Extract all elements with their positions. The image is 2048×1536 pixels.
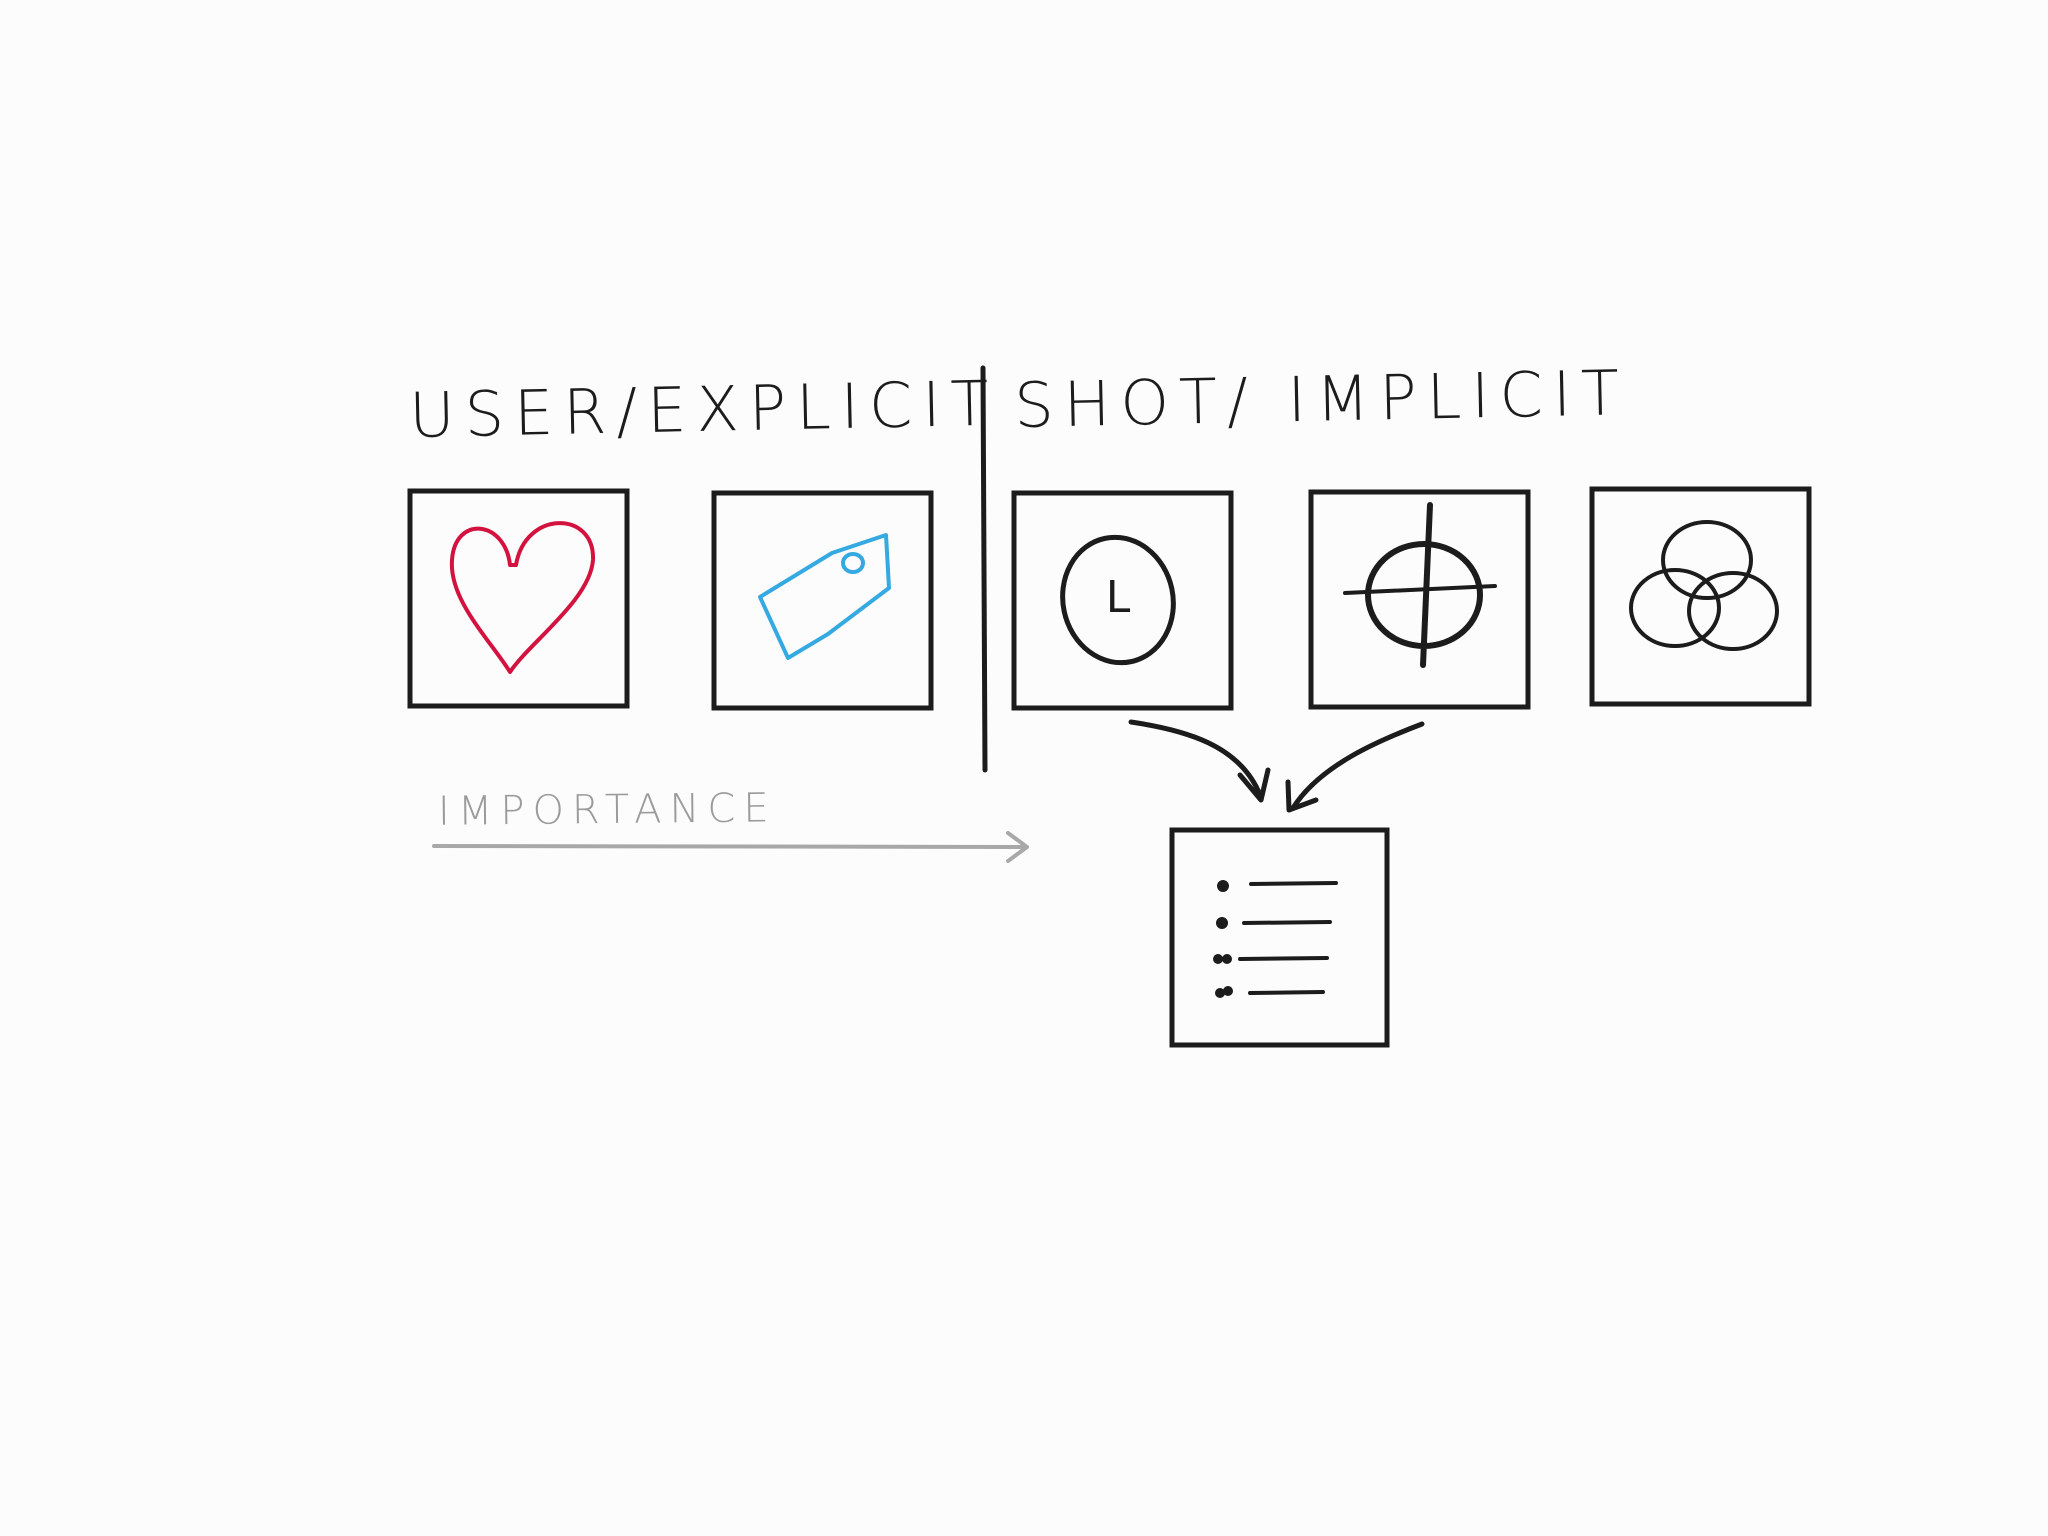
tag-icon <box>758 533 891 660</box>
venn-card <box>1589 486 1812 707</box>
heart-icon <box>449 521 596 674</box>
crosshair-icon <box>1343 502 1497 668</box>
heart-card <box>407 488 630 709</box>
merge-arrows <box>1128 719 1425 813</box>
ranked-list-box <box>1169 827 1390 1048</box>
importance-arrow <box>432 831 1029 863</box>
tag-card <box>711 490 934 711</box>
clock-card: L <box>1011 490 1234 711</box>
venn-circles-icon <box>1629 520 1779 651</box>
group-divider <box>980 365 988 773</box>
ranked-list-icon <box>1213 880 1338 998</box>
clock-glyph: L <box>1106 572 1131 623</box>
crosshair-card <box>1308 489 1531 710</box>
clock-l-icon: L <box>1060 534 1176 666</box>
